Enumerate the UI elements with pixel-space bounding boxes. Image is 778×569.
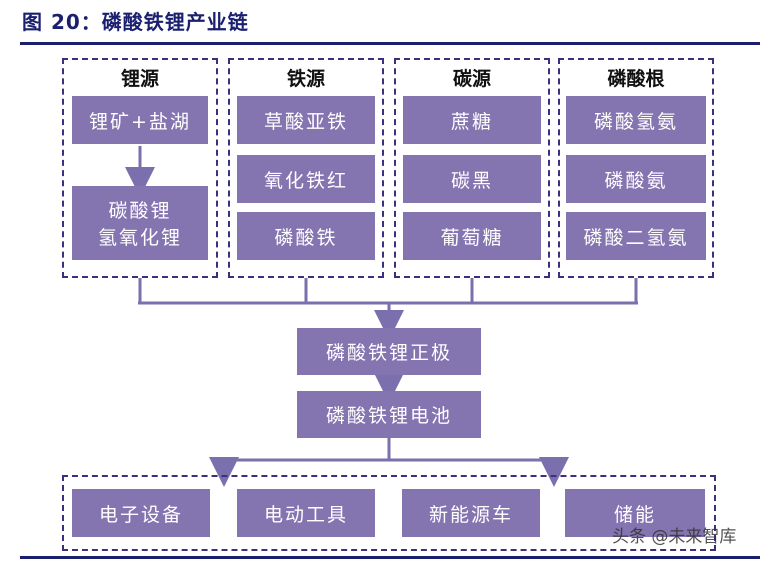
node-ammonium-phosphate: 磷酸氨 — [566, 155, 706, 203]
top-rule — [20, 42, 760, 45]
bottom-rule — [20, 556, 760, 559]
node-ammonium-hydrogen-phosphate: 磷酸氢氨 — [566, 96, 706, 144]
node-lfp-battery: 磷酸铁锂电池 — [297, 391, 481, 438]
group-title-iron: 铁源 — [286, 68, 325, 90]
group-title-phosphate: 磷酸根 — [607, 68, 665, 90]
node-electronics: 电子设备 — [72, 489, 210, 537]
applications-group — [62, 475, 716, 551]
node-iron-oxide-red: 氧化铁红 — [237, 155, 375, 203]
node-iron-phosphate: 磷酸铁 — [237, 212, 375, 260]
node-carbon-black: 碳黑 — [403, 155, 541, 203]
node-power-tools: 电动工具 — [237, 489, 375, 537]
carbon-source-group — [394, 58, 550, 278]
node-ferrous-oxalate: 草酸亚铁 — [237, 96, 375, 144]
node-energy-storage: 储能 — [565, 489, 705, 537]
node-sucrose: 蔗糖 — [403, 96, 541, 144]
group-title-carbon: 碳源 — [452, 68, 491, 90]
node-glucose: 葡萄糖 — [403, 212, 541, 260]
watermark: 头条 @未来智库 — [612, 527, 737, 547]
figure-title: 图 20：磷酸铁锂产业链 — [22, 10, 249, 34]
phosphate-source-group — [558, 58, 714, 278]
iron-source-group — [228, 58, 384, 278]
lithium-source-group — [62, 58, 218, 278]
group-title-lithium: 锂源 — [120, 68, 159, 90]
node-lithium-compounds: 碳酸锂 氢氧化锂 — [72, 186, 208, 260]
node-lfp-cathode: 磷酸铁锂正极 — [297, 328, 481, 375]
node-lithium-ore: 锂矿+盐湖 — [72, 96, 208, 144]
node-nev: 新能源车 — [402, 489, 540, 537]
node-ammonium-dihydrogen-phosphate: 磷酸二氢氨 — [566, 212, 706, 260]
